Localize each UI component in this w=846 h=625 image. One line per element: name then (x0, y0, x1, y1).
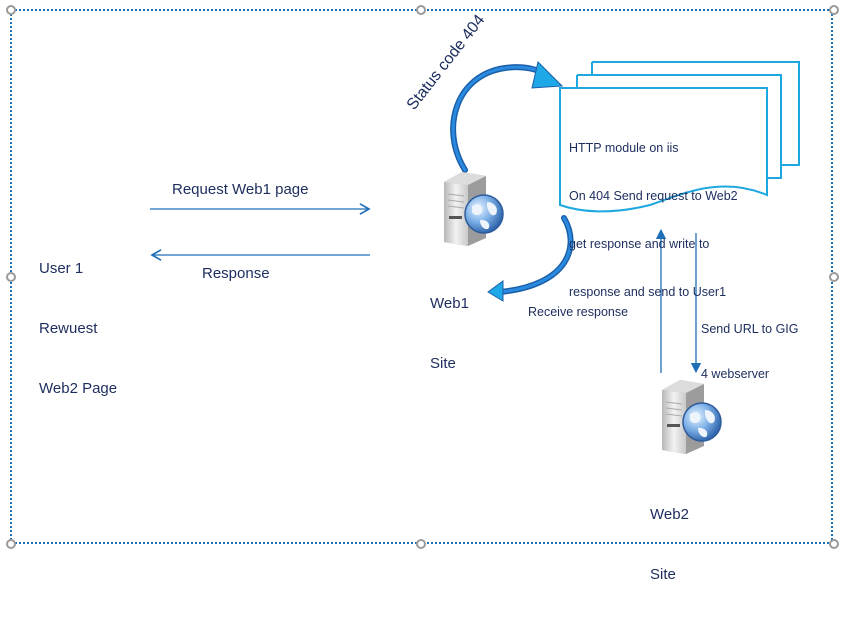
http-module-text: HTTP module on iis On 404 Send request t… (569, 108, 738, 332)
resize-handle-top-left[interactable] (6, 5, 16, 15)
response-label: Response (202, 265, 270, 282)
send-url-line: Send URL to GIG (701, 322, 799, 336)
receive-response-curved-arrow (487, 215, 574, 302)
resize-handle-top-right[interactable] (829, 5, 839, 15)
resize-handle-bottom-middle[interactable] (416, 539, 426, 549)
web1-server-icon[interactable] (444, 172, 504, 246)
web2-label-line: Web2 (650, 506, 689, 523)
diagram-shapes (150, 61, 800, 454)
web2-label-line: Site (650, 566, 676, 583)
status-404-curved-arrow (450, 61, 564, 173)
send-url-label: Send URL to GIG 4 webserver (701, 292, 799, 412)
user1-label: User 1 Rewuest Web2 Page (39, 219, 117, 439)
user1-label-line: Web2 Page (39, 380, 118, 397)
web2-server-icon[interactable] (662, 380, 722, 454)
http-module-line: On 404 Send request to Web2 (569, 189, 738, 203)
http-module-line: response and send to User1 (569, 285, 727, 299)
http-module-line: HTTP module on iis (569, 141, 679, 155)
resize-handle-bottom-right[interactable] (829, 539, 839, 549)
web2-label: Web2 Site (650, 465, 689, 625)
http-module-line: get response and write to (569, 237, 710, 251)
receive-response-label: Receive response (528, 305, 629, 319)
http-module-document-stack[interactable] (559, 61, 800, 213)
resize-handle-bottom-left[interactable] (6, 539, 16, 549)
request-label: Request Web1 page (172, 181, 309, 198)
web1-label-line: Web1 (430, 295, 469, 312)
user1-label-line: User 1 (39, 260, 84, 277)
resize-handle-middle-right[interactable] (829, 272, 839, 282)
user1-label-line: Rewuest (39, 320, 98, 337)
web1-label-line: Site (430, 355, 456, 372)
resize-handle-middle-left[interactable] (6, 272, 16, 282)
resize-handle-top-middle[interactable] (416, 5, 426, 15)
send-url-line: 4 webserver (701, 367, 770, 381)
diagram-canvas: User 1 Rewuest Web2 Page Request Web1 pa… (6, 5, 839, 583)
web1-label: Web1 Site (430, 254, 469, 414)
